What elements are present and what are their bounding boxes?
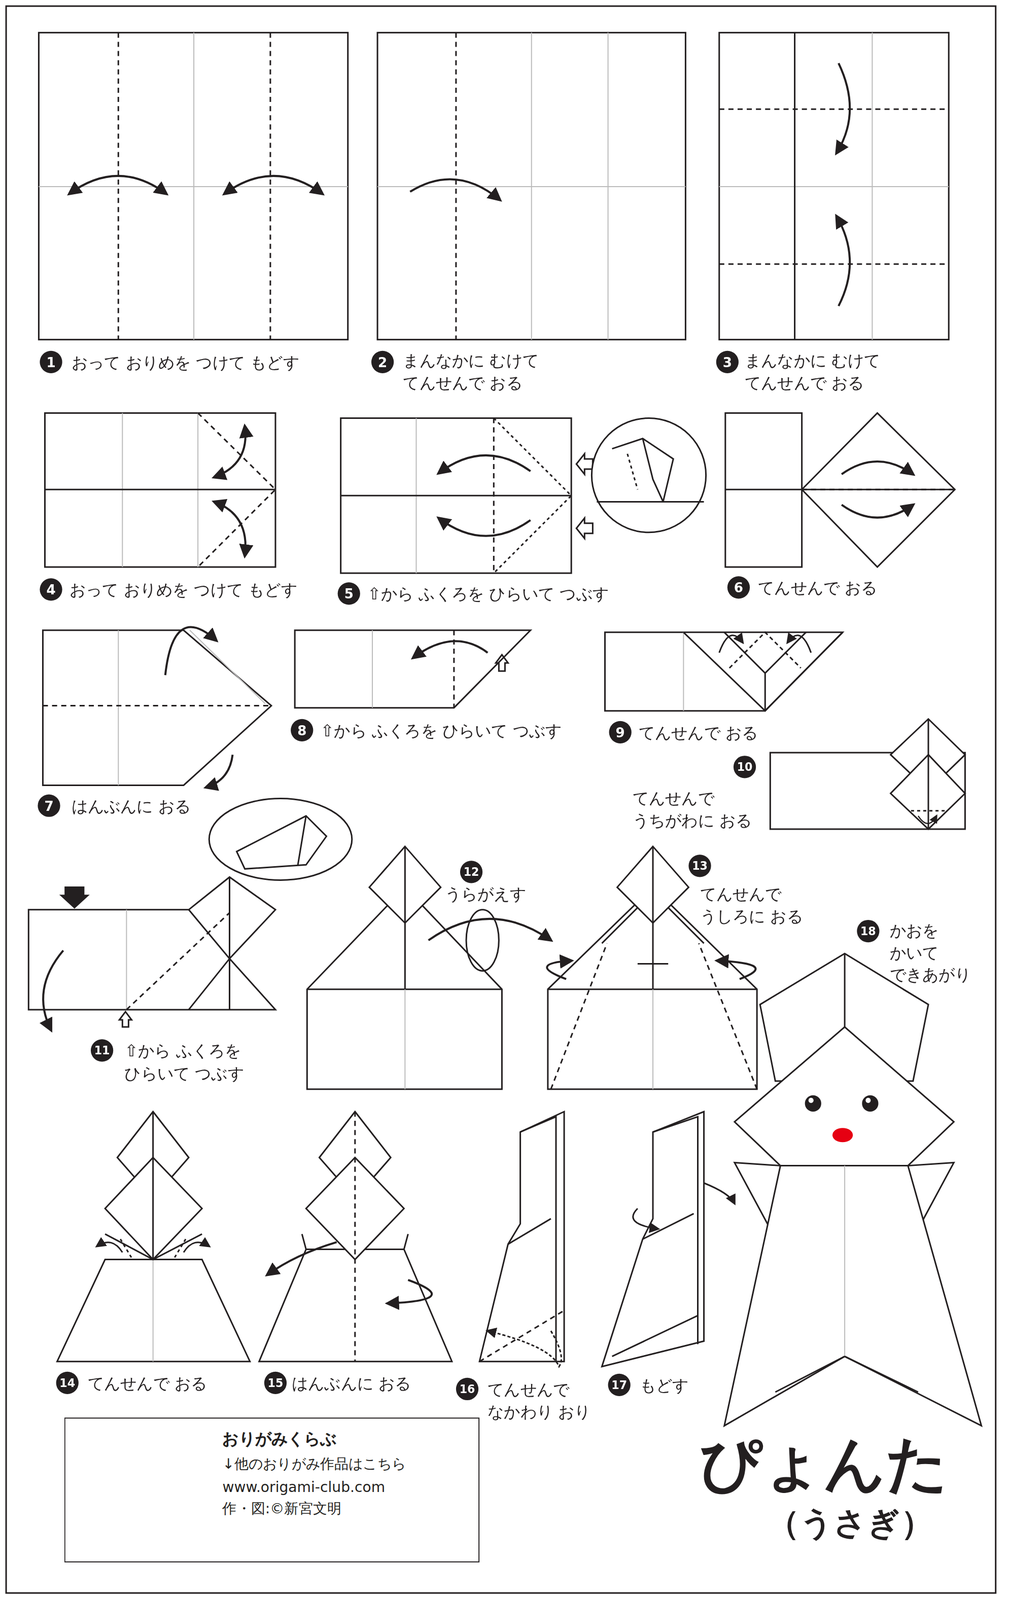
step-instruction: ⇧から ふくろを ひらいて つぶす — [320, 720, 562, 743]
step-number: 9 — [609, 721, 632, 744]
node-text: 2 — [377, 355, 388, 369]
node-text: 1 — [46, 355, 56, 369]
step-instruction: かおを かいて できあがり — [889, 920, 975, 987]
step-number: 3 — [716, 351, 739, 374]
step-instruction: ⇧から ふくろを ひらいて つぶす — [124, 1040, 255, 1085]
node-text: 9 — [615, 725, 625, 740]
credit-box: おりがみくらぶ ↓他のおりがみ作品はこちら www.origami-club.com… — [64, 1417, 480, 1563]
step-number: 11 — [90, 1039, 114, 1062]
node-text: 12 — [463, 866, 480, 878]
node-text: 16 — [459, 1383, 476, 1396]
step-instruction: うらがえす — [444, 883, 527, 906]
step-number: 6 — [727, 576, 750, 599]
step-number: 18 — [856, 920, 880, 943]
step-instruction: てんせんで うちがわに おる — [632, 787, 763, 832]
node-text: 10 — [737, 761, 753, 773]
title: ぴょんた — [699, 1430, 949, 1498]
node-text: 4 — [46, 582, 56, 597]
step-number: 8 — [290, 719, 313, 742]
node-text: 8 — [297, 723, 307, 738]
step-instruction: てんせんで おる — [638, 722, 758, 745]
node-text: 18 — [860, 925, 877, 937]
credit-text: 作・図:©新宮文明 — [222, 1500, 471, 1519]
credit-text: www.origami-club.com — [222, 1479, 471, 1496]
step-instruction: ⇧から ふくろを ひらいて つぶす — [367, 583, 609, 606]
node-text: 6 — [734, 580, 744, 595]
step-instruction: まんなかに むけて てんせんで おる — [402, 350, 575, 395]
step-number: 10 — [733, 755, 756, 779]
node-text: おりがみくらぶ — [222, 1429, 471, 1451]
node-text: 14 — [59, 1377, 76, 1389]
step-number: 13 — [688, 854, 711, 878]
step-instruction: まんなかに むけて てんせんで おる — [744, 350, 917, 395]
node-text: 17 — [611, 1379, 628, 1391]
step-number: 5 — [337, 582, 361, 605]
subtitle: （うさぎ） — [767, 1505, 934, 1542]
step-instruction: おって おりめを つけて もどす — [69, 579, 298, 602]
step-number: 2 — [371, 351, 394, 374]
step-instruction: てんせんで おる — [87, 1373, 207, 1396]
node-text: 3 — [722, 355, 733, 369]
step-instruction: てんせんで うしろに おる — [700, 883, 815, 928]
step-number: 7 — [37, 794, 60, 818]
step-number: 16 — [456, 1378, 479, 1401]
step-number: 14 — [56, 1372, 79, 1395]
step-number: 15 — [264, 1372, 287, 1395]
step-instruction: はんぶんに おる — [71, 795, 191, 818]
step-number: 1 — [39, 351, 62, 374]
step-number: 17 — [608, 1374, 631, 1397]
step-instruction: はんぶんに おる — [291, 1373, 411, 1396]
step-instruction: てんせんで なかわり おり — [487, 1379, 602, 1424]
node-text: 7 — [44, 799, 54, 813]
node-text: 11 — [94, 1045, 111, 1057]
step-number: 4 — [39, 578, 62, 601]
step-instruction: てんせんで おる — [757, 577, 878, 600]
credit-text: ↓他のおりがみ作品はこちら — [222, 1455, 471, 1475]
node-text: 15 — [267, 1377, 284, 1389]
step-instruction: おって おりめを つけて もどす — [71, 352, 300, 374]
step-number: 12 — [460, 860, 483, 884]
step-instruction: もどす — [639, 1375, 689, 1398]
node-text: 13 — [691, 860, 708, 872]
node-text: 5 — [344, 586, 354, 601]
